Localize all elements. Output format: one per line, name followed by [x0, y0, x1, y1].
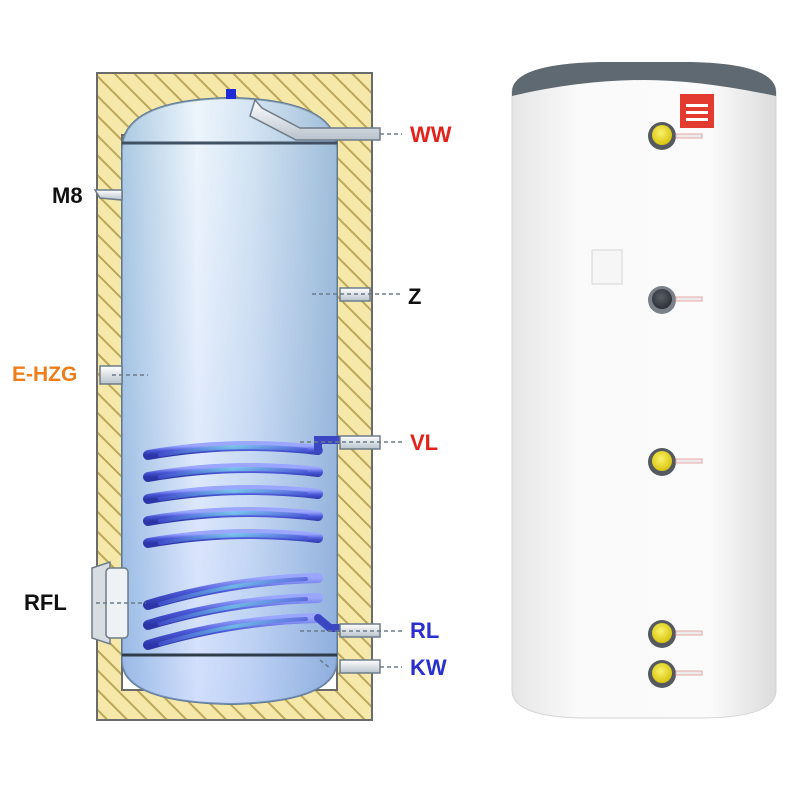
label-vl: VL [410, 430, 439, 455]
tank-photo [511, 62, 777, 719]
cold-water-stub [339, 659, 381, 674]
inner-tank [121, 89, 338, 706]
label-kw: KW [410, 655, 447, 680]
rating-plate [591, 249, 623, 285]
heat-exchanger-coil [143, 436, 344, 650]
sensor-stub [93, 189, 123, 201]
label-e-hzg: E-HZG [12, 363, 78, 386]
leader-lines [96, 133, 402, 669]
electric-heater-stub [99, 365, 123, 385]
photo-port-caps [648, 122, 703, 688]
label-ww: WW [410, 122, 452, 147]
label-z: Z [408, 284, 422, 309]
label-rfl: RFL [24, 590, 67, 615]
label-m8: M8 [52, 183, 83, 208]
label-rl: RL [410, 618, 440, 643]
top-anode-cap [226, 89, 236, 99]
manufacturer-badge [680, 94, 714, 128]
